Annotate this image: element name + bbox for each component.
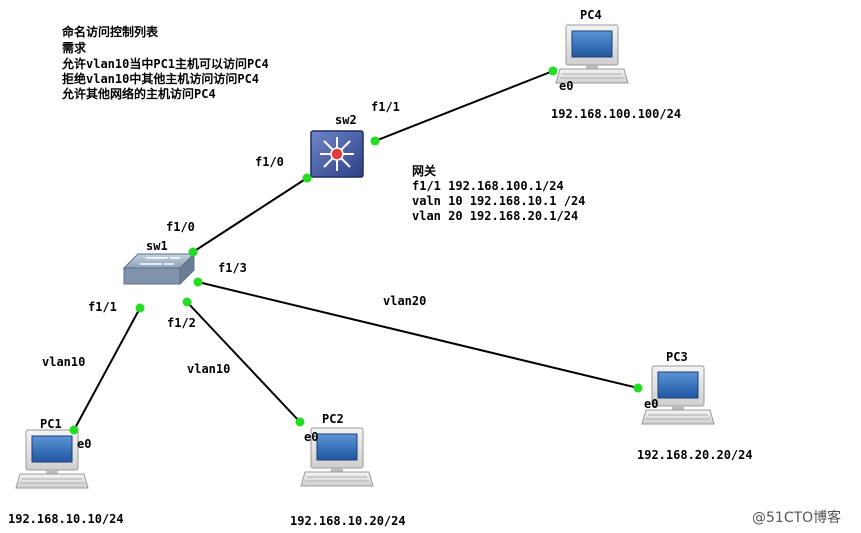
pc2-name-label: PC2 [322, 412, 344, 426]
link-sw1-pc3 [197, 281, 639, 389]
sw2-f1-0-label: f1/0 [255, 155, 284, 169]
sw1-f1-1-label: f1/1 [88, 300, 117, 314]
requirements-line: 拒绝vlan10中其他主机访问访问PC4 [62, 71, 259, 86]
port-dot-pc4-e0[interactable] [548, 66, 558, 76]
pc1-name-label: PC1 [40, 417, 62, 431]
pc3-computer-icon[interactable] [641, 365, 715, 425]
pc2-vlan-label: vlan10 [187, 362, 230, 376]
port-dot-sw1-f1-1[interactable] [135, 303, 145, 313]
pc4-ip-label: 192.168.100.100/24 [551, 107, 681, 121]
pc2-ip-label: 192.168.10.20/24 [290, 514, 406, 528]
pc4-computer-icon[interactable] [555, 24, 629, 84]
port-dot-pc2-e0[interactable] [295, 417, 305, 427]
link-sw2-pc4 [374, 70, 554, 142]
pc1-ip-label: 192.168.10.10/24 [8, 512, 124, 526]
link-sw1-pc2 [186, 301, 301, 423]
sw1-name-label: sw1 [146, 239, 168, 253]
pc3-name-label: PC3 [666, 350, 688, 364]
gateway-line: valn 10 192.168.10.1 /24 [412, 194, 585, 208]
gateway-line: vlan 20 192.168.20.1/24 [412, 209, 578, 223]
requirements-line: 命名访问控制列表 [61, 24, 159, 39]
requirements-line: 允许其他网络的主机访问PC4 [61, 86, 216, 101]
requirements-line: 需求 [62, 40, 87, 55]
links [73, 70, 639, 431]
sw1-switch-icon[interactable] [122, 252, 196, 286]
port-dot-sw1-f1-2[interactable] [182, 297, 192, 307]
sw2-f1-1-label: f1/1 [371, 100, 400, 114]
port-dot-sw2-f1-0[interactable] [302, 173, 312, 183]
pc3-ip-label: 192.168.20.20/24 [637, 448, 753, 462]
pc4-name-label: PC4 [580, 8, 602, 22]
requirements-note: 命名访问控制列表 需求 允许vlan10当中PC1主机可以访问PC4 拒绝vla… [61, 24, 269, 101]
sw1-f1-2-label: f1/2 [167, 316, 196, 330]
requirements-line: 允许vlan10当中PC1主机可以访问PC4 [61, 56, 269, 71]
port-dot-pc1-e0[interactable] [69, 425, 79, 435]
watermark-text: @51CTO博客 [752, 509, 841, 526]
gateway-line: 网关 [412, 163, 436, 178]
pc2-port-label: e0 [304, 430, 318, 444]
pc3-port-label: e0 [644, 397, 658, 411]
gateway-note: 网关 f1/1 192.168.100.1/24 valn 10 192.168… [412, 163, 585, 223]
port-dot-pc3-e0[interactable] [633, 383, 643, 393]
sw2-multilayer-switch-icon[interactable] [310, 130, 364, 178]
port-dot-sw1-f1-3[interactable] [193, 277, 203, 287]
port-dots [69, 66, 643, 435]
sw2-name-label: sw2 [335, 113, 357, 127]
pc1-vlan-label: vlan10 [42, 355, 85, 369]
pc1-port-label: e0 [77, 437, 91, 451]
port-dot-sw2-f1-1[interactable] [370, 136, 380, 146]
pc3-vlan-label: vlan20 [383, 294, 426, 308]
link-sw1-sw2 [192, 177, 308, 253]
pc4-port-label: e0 [559, 79, 573, 93]
gateway-line: f1/1 192.168.100.1/24 [412, 179, 564, 193]
sw1-f1-3-label: f1/3 [218, 261, 247, 275]
port-dot-sw1-f1-0[interactable] [188, 247, 198, 257]
sw1-f1-0-label: f1/0 [166, 220, 195, 234]
link-sw1-pc1 [73, 307, 141, 431]
